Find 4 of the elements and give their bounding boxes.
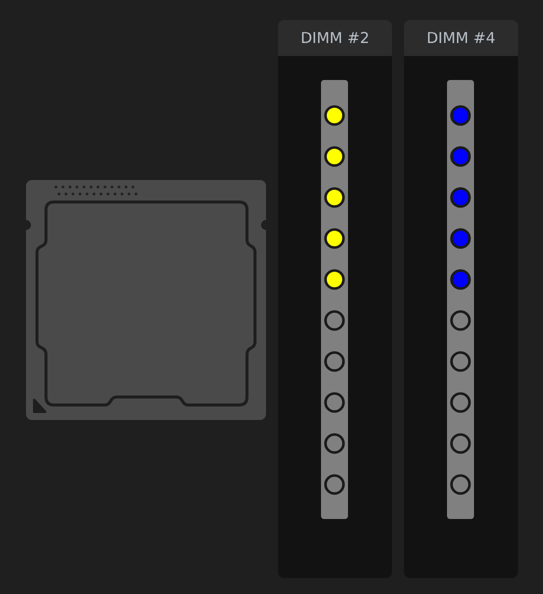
slot-title: DIMM #2 bbox=[278, 20, 392, 56]
memory-slot-panel bbox=[404, 20, 518, 578]
slot-title: DIMM #4 bbox=[404, 20, 518, 56]
memory-slot-panel bbox=[278, 20, 392, 578]
